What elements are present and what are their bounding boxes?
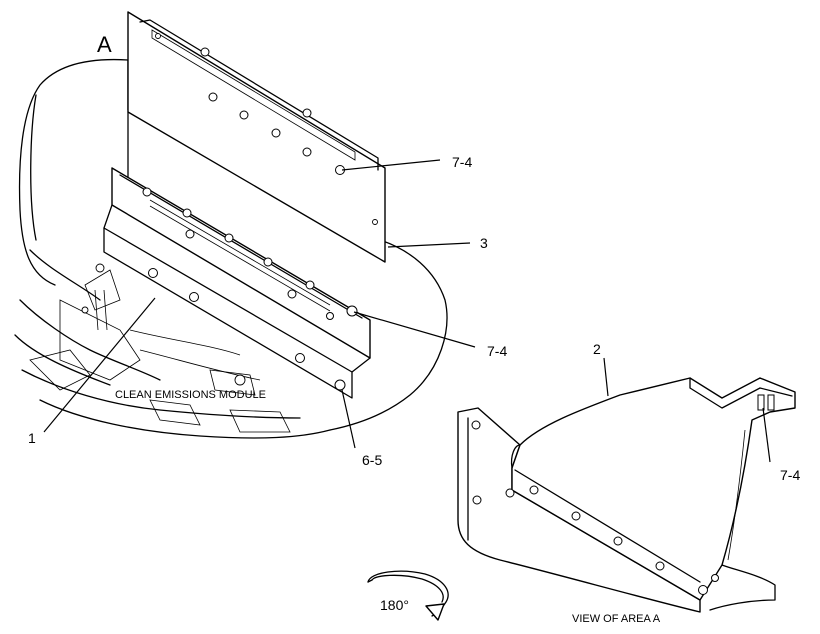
- bolt: [305, 280, 315, 290]
- callout-3: 3: [480, 235, 488, 251]
- bolt: [295, 353, 305, 363]
- bolt: [529, 485, 539, 495]
- bolt: [471, 420, 481, 430]
- callout-leaders: [43, 159, 771, 463]
- bolt: [271, 128, 281, 138]
- module-label: CLEAN EMISSIONS MODULE: [115, 389, 266, 401]
- callout-1: 1: [28, 430, 36, 446]
- callout-6-5: 6-5: [362, 452, 382, 468]
- bolt: [472, 495, 482, 505]
- bolt: [655, 561, 665, 571]
- callout-7-4-mid: 7-4: [487, 343, 507, 359]
- mounting-bracket: [103, 167, 371, 399]
- callout-2: 2: [593, 341, 601, 357]
- bolt: [189, 292, 199, 302]
- bolt: [239, 110, 249, 120]
- bolt: [208, 92, 218, 102]
- callout-7-4-top: 7-4: [452, 154, 472, 170]
- bolt: [185, 229, 195, 239]
- view-letter-a: A: [97, 32, 112, 57]
- bolt: [346, 305, 358, 317]
- clean-emissions-module-outline: [14, 58, 448, 439]
- bolt: [148, 268, 158, 278]
- stud-bolt: [757, 394, 765, 411]
- callout-7-4-right: 7-4: [780, 467, 800, 483]
- bolt: [200, 47, 210, 57]
- view-caption: VIEW OF AREA A: [572, 613, 661, 625]
- bolt: [287, 289, 297, 299]
- rotation-arrow-icon: [367, 570, 449, 621]
- bolt-group-main: [142, 47, 358, 391]
- bolt: [505, 488, 515, 498]
- bolt: [334, 379, 346, 391]
- bolt: [182, 208, 192, 218]
- bolt: [613, 536, 623, 546]
- view-of-area-a-detail: [457, 377, 796, 613]
- bolt: [571, 511, 581, 521]
- stud-bolt: [767, 394, 775, 411]
- bolt: [224, 233, 234, 243]
- bolt: [142, 187, 152, 197]
- bolt: [698, 585, 708, 595]
- bolt: [326, 312, 334, 320]
- bolt: [302, 108, 312, 118]
- bolt: [711, 574, 719, 582]
- rotation-label: 180°: [380, 597, 409, 613]
- bolt: [263, 257, 273, 267]
- bolt: [302, 147, 312, 157]
- shield-plate-3: [127, 11, 386, 263]
